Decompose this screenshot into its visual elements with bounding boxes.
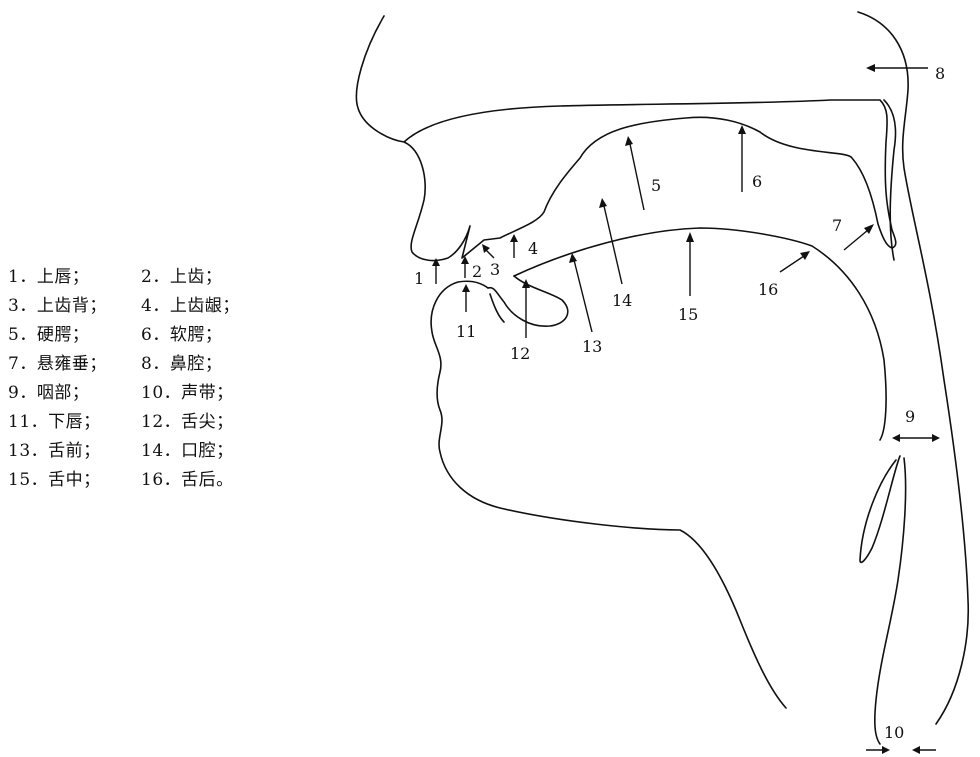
legend-row: 1．上唇； 2．上齿； [8,260,278,289]
legend-item: 11．下唇； [8,412,101,432]
arrowhead-8 [866,64,875,72]
label-3: 3 [490,260,500,279]
legend-row: 3．上齿背； 4．上齿龈； [8,289,278,318]
arrowhead-3 [482,244,490,253]
label-9: 9 [905,407,915,426]
pointer-14 [603,205,623,285]
arrowhead-9-right [932,434,940,442]
legend-item: 1．上唇； [8,267,90,287]
label-pointers [432,64,940,754]
legend-item: 3．上齿背； [8,296,107,316]
arrowhead-4 [510,234,518,242]
lower-teeth-outline [489,293,505,323]
face-profile-outline [355,15,897,262]
legend-row: 11．下唇； 12．舌尖； [8,405,278,434]
legend-row: 13．舌前； 14．口腔； [8,434,278,463]
arrowhead-16 [800,251,810,260]
pharynx-back-wall [857,11,970,725]
legend-item: 15．舌中； [8,470,101,490]
tongue-tip [487,275,569,327]
label-15: 15 [678,305,698,324]
lower-lip-chin-outline [430,280,787,709]
pointer-16 [779,255,805,273]
label-12: 12 [510,344,530,363]
arrowhead-12 [522,279,530,288]
pointer-5 [629,143,645,211]
legend-item: 4．上齿龈； [141,296,240,316]
arrowhead-10-left [882,746,890,754]
arrowhead-2 [461,256,469,264]
label-5: 5 [651,176,661,195]
legend-item: 14．口腔； [141,441,234,461]
posterior-pharynx-inner [883,99,897,261]
arrowhead-6 [738,125,746,134]
label-6: 6 [752,172,762,191]
legend-row: 5．硬腭； 6．软腭； [8,318,278,347]
legend-item: 16．舌后。 [141,470,234,490]
legend-row: 9．咽部； 10．声带； [8,376,278,405]
label-8: 8 [935,64,945,83]
larynx-front-wall [874,457,907,745]
legend-item: 7．悬雍垂； [8,354,107,374]
arrowhead-7 [864,224,874,234]
tongue-surface [513,227,887,441]
larynx-left-wall [859,455,901,564]
arrowhead-13 [569,253,577,263]
arrowhead-1 [432,258,440,266]
legend-item: 10．声带； [141,383,234,403]
legend-item: 9．咽部； [8,383,90,403]
number-labels: 1 2 3 4 5 6 7 8 9 10 11 12 13 14 15 16 [414,64,945,742]
pointer-7 [843,229,869,251]
label-4: 4 [528,239,538,258]
arrowhead-14 [599,198,607,208]
legend: 1．上唇； 2．上齿； 3．上齿背； 4．上齿龈； 5．硬腭； 6．软腭； 7．… [8,260,278,492]
legend-row: 15．舌中； 16．舌后。 [8,463,278,492]
label-10: 10 [884,723,904,742]
legend-row: 7．悬雍垂； 8．鼻腔； [8,347,278,376]
arrowhead-15 [686,232,694,242]
arrowhead-9-left [892,434,900,442]
legend-item: 5．硬腭； [8,325,90,345]
arrowhead-10-right [912,746,920,754]
legend-item: 13．舌前； [8,441,101,461]
label-13: 13 [582,337,602,356]
label-2: 2 [472,262,482,281]
label-1: 1 [414,269,424,288]
legend-item: 12．舌尖； [141,412,234,432]
legend-item: 2．上齿； [141,267,223,287]
arrowhead-11 [462,284,470,292]
pointer-13 [573,259,593,333]
label-11: 11 [456,322,476,341]
label-14: 14 [612,291,632,310]
pointer-3 [485,249,495,259]
legend-item: 6．软腭； [141,325,223,345]
label-16: 16 [758,280,778,299]
legend-item: 8．鼻腔； [141,354,223,374]
label-7: 7 [832,216,842,235]
arrowhead-5 [625,136,633,146]
